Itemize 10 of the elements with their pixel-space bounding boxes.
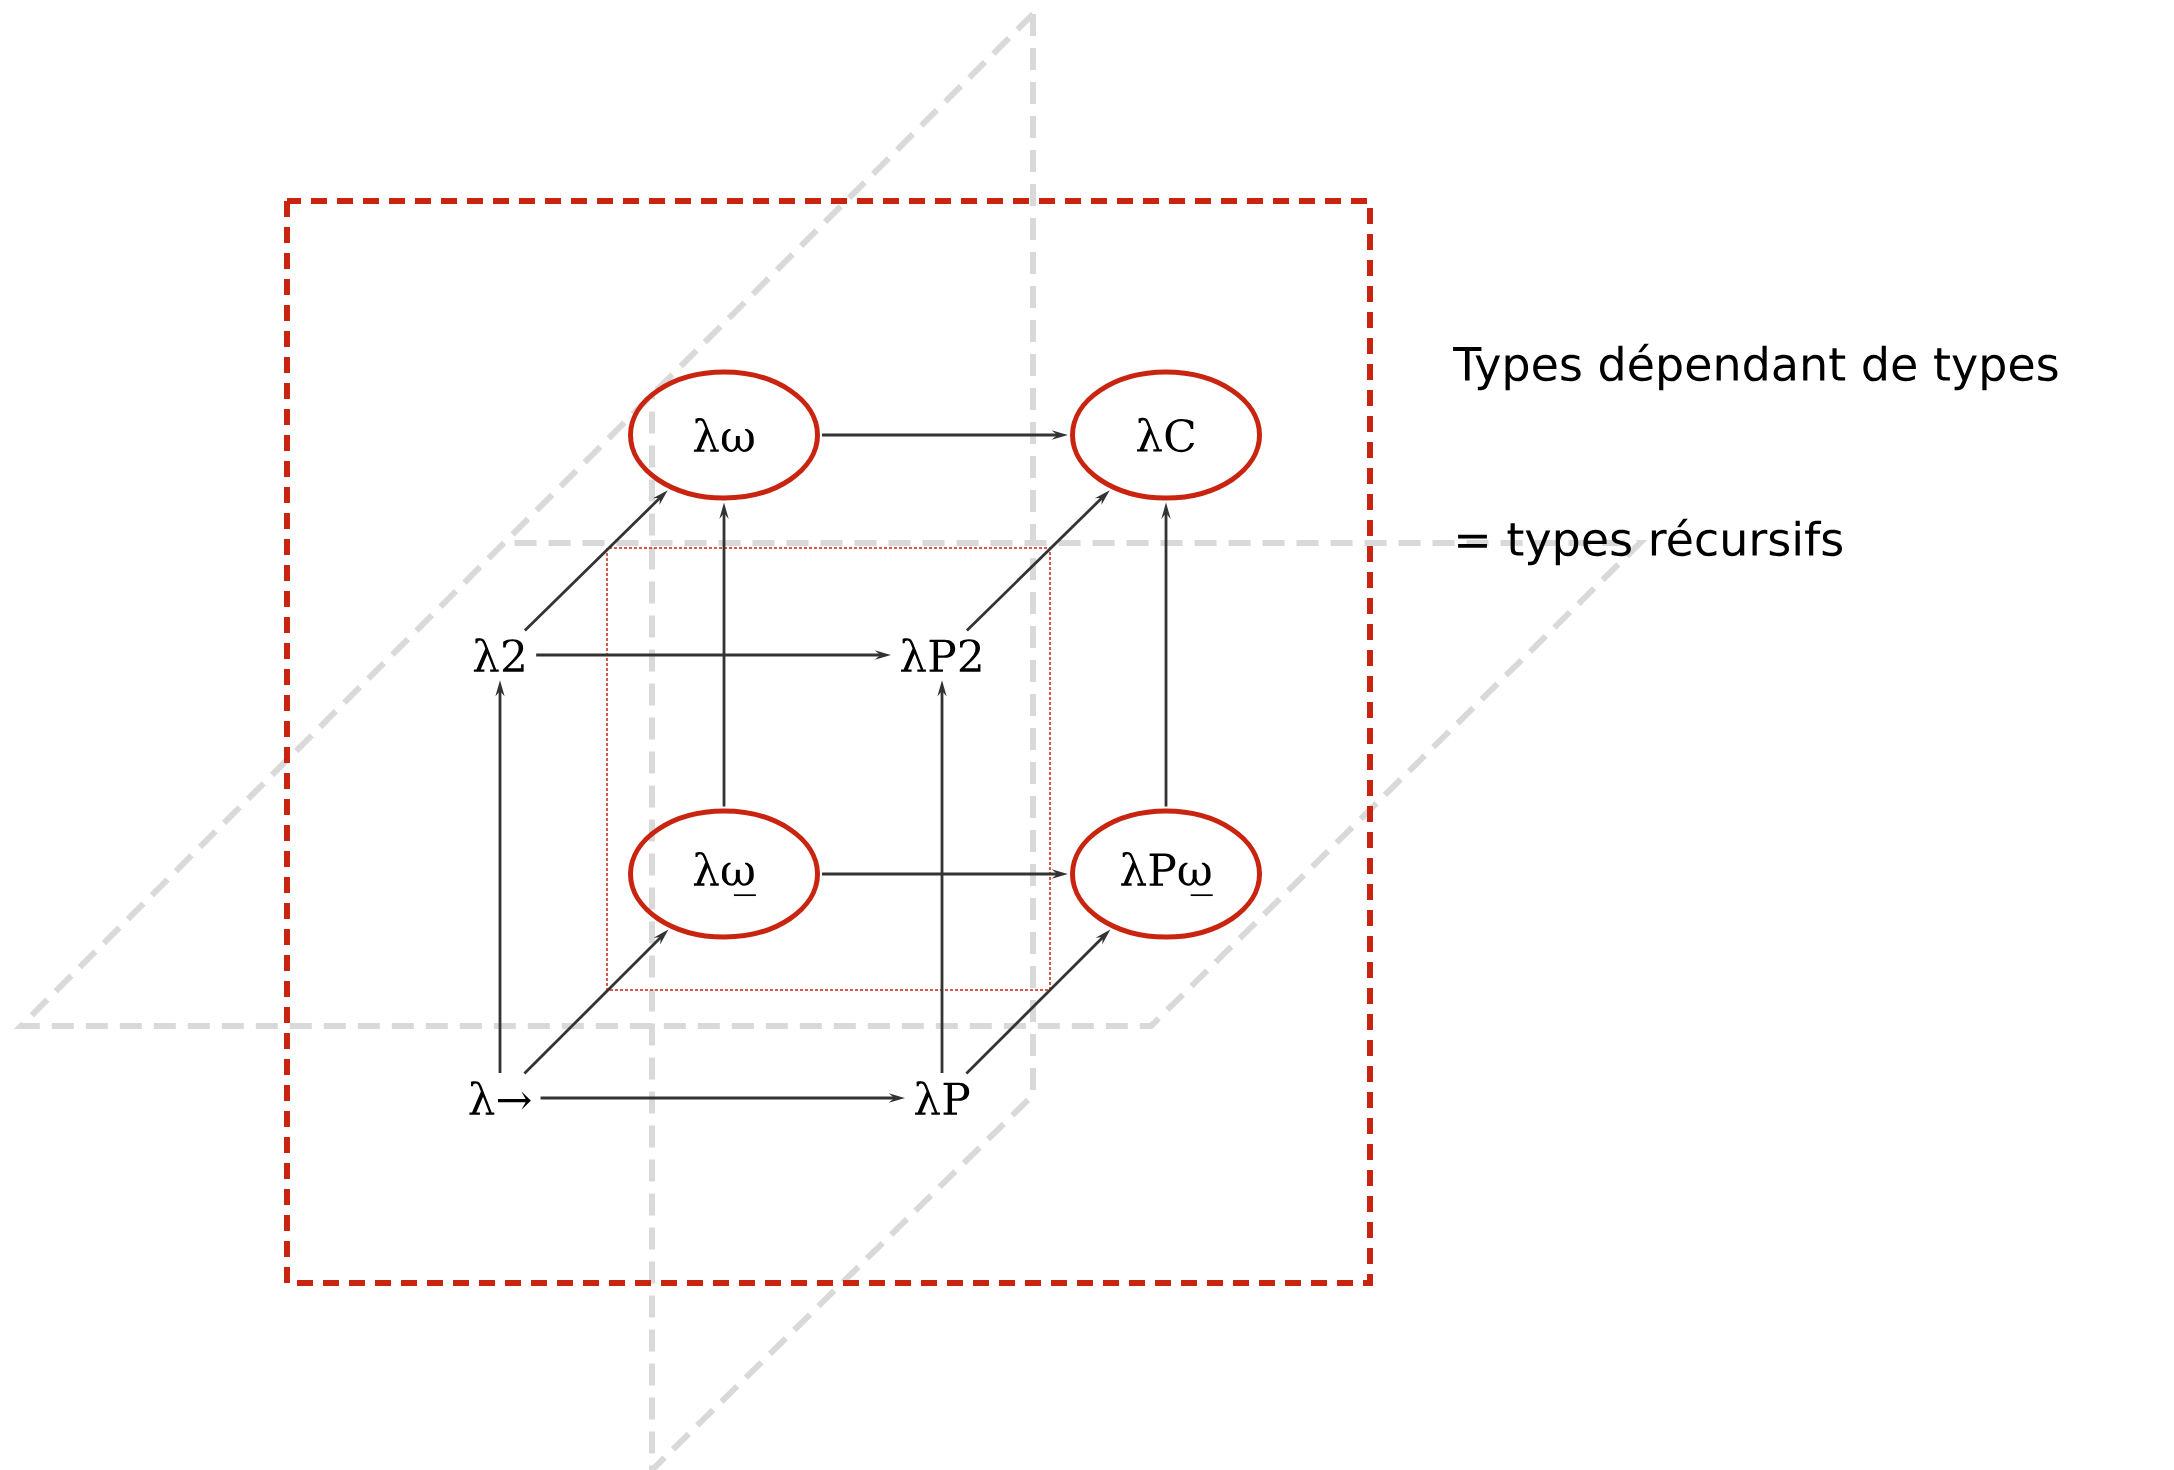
term-label: λ→: [469, 1081, 531, 1115]
circled-term: λω: [628, 369, 820, 501]
annotation-text: = types récursifs: [1458, 518, 1842, 566]
circled-term: λPω̲: [1070, 808, 1262, 940]
annotation-text: Types dépendant de types: [1453, 343, 2058, 391]
term-label: λ2: [473, 638, 524, 672]
term-label: λP2: [901, 638, 981, 672]
term-label: λP: [915, 1081, 970, 1115]
circled-term: λC: [1070, 369, 1262, 501]
circled-term: λω̲: [628, 808, 820, 940]
